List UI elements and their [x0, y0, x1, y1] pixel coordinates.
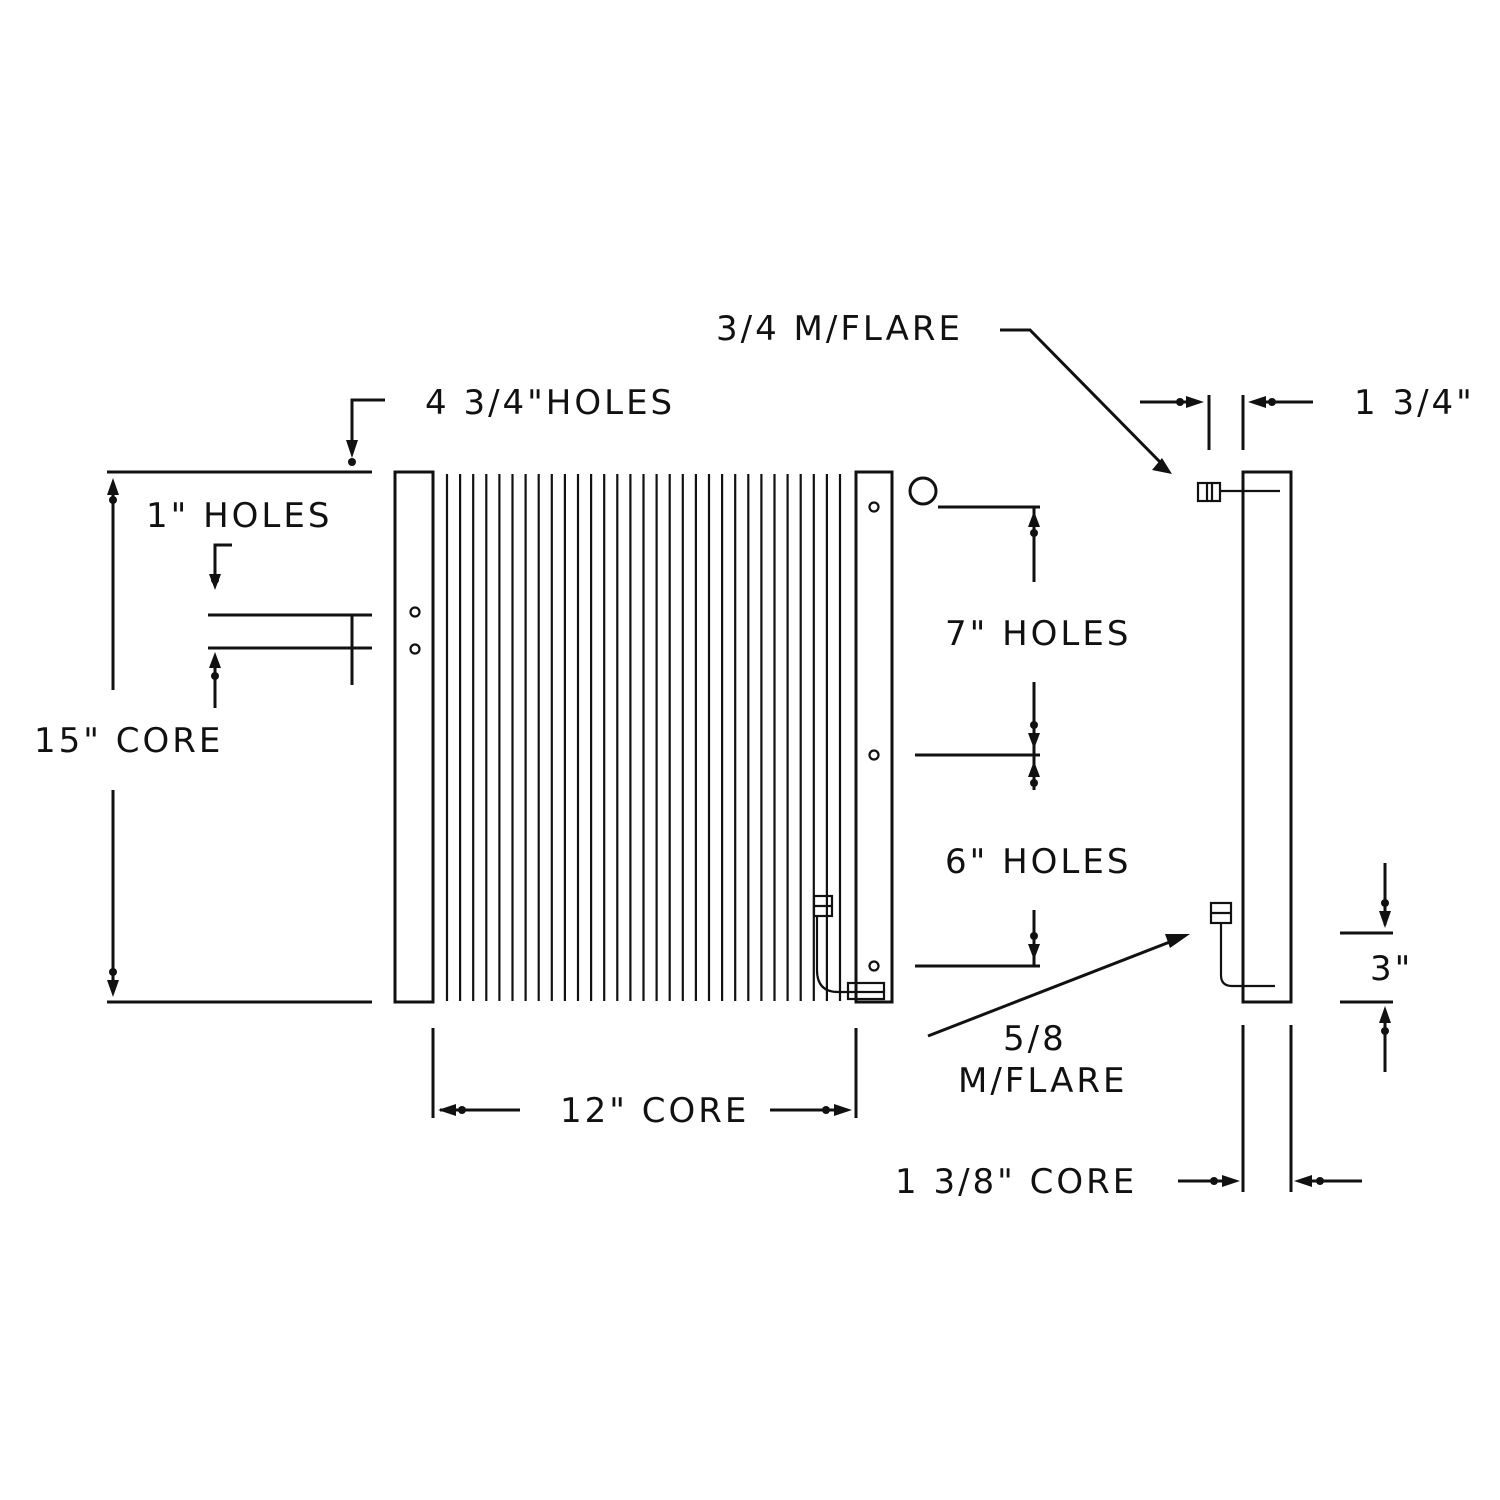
label-flare-bottom-1: 5/8: [1003, 1019, 1067, 1059]
left-tank-hole-2: [409, 643, 421, 655]
label-holes-top: 4 3/4"HOLES: [425, 383, 675, 423]
label-core-depth: 1 3/8" CORE: [895, 1162, 1137, 1202]
labels: 3/4 M/FLARE 4 3/4"HOLES 1 3/4" 1" HOLES …: [34, 309, 1475, 1202]
label-dim-3: 3": [1370, 949, 1413, 989]
label-core-12: 12" CORE: [560, 1091, 749, 1131]
label-holes-1: 1" HOLES: [146, 496, 332, 536]
label-flare-bottom-2: M/FLARE: [958, 1061, 1127, 1101]
label-holes-6: 6" HOLES: [945, 842, 1131, 882]
left-dimensions: [107, 398, 385, 1004]
right-tank: [854, 470, 894, 1004]
side-inlet-fitting: [1196, 481, 1222, 503]
side-view: [927, 328, 1393, 1192]
inlet-fitting: [908, 476, 938, 506]
right-tank-hole-bottom: [868, 960, 880, 972]
outlet-tube: [815, 915, 884, 994]
left-tank-hole-1: [409, 606, 421, 618]
core-width-dimension: [431, 1028, 858, 1118]
label-flare-top: 3/4 M/FLARE: [716, 309, 963, 349]
outlet-tube-end: [846, 981, 886, 1001]
right-tank-hole-top: [868, 501, 880, 513]
label-core-15: 15" CORE: [34, 721, 223, 761]
hole-spacing-dimensions: [915, 505, 1040, 968]
label-depth-top: 1 3/4": [1354, 383, 1475, 423]
core-fins: [445, 474, 842, 1001]
right-tank-hole-mid: [868, 749, 880, 761]
left-tank: [393, 470, 435, 1004]
label-holes-7: 7" HOLES: [945, 614, 1131, 654]
side-core: [1241, 470, 1293, 1004]
front-view: [393, 470, 938, 1004]
